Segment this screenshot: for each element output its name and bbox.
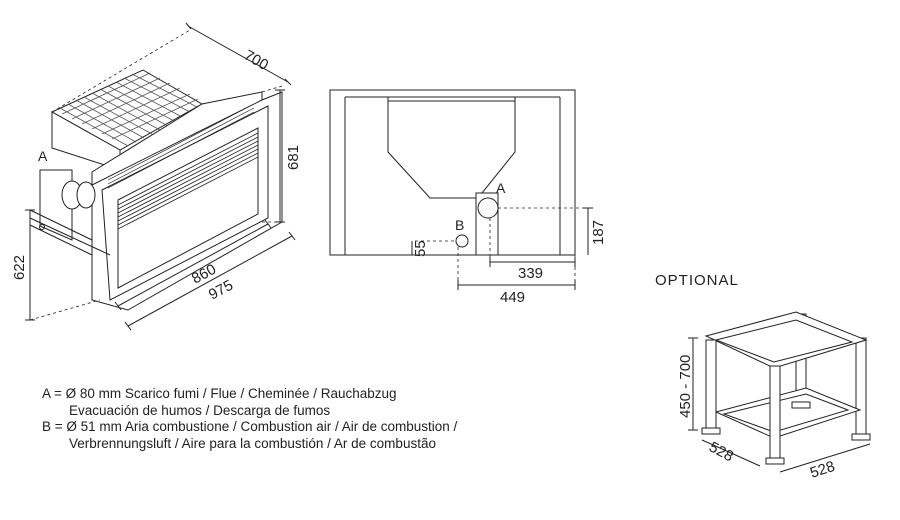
grille-hatch	[59, 72, 200, 147]
legend: A = Ø 80 mm Scarico fumi / Flue / Chemin…	[42, 386, 457, 452]
rear-label-a: A	[496, 180, 506, 196]
optional-stand	[688, 311, 871, 473]
fireplace-label-a: A	[38, 148, 48, 164]
stand-dim-height: 450 - 700	[677, 355, 694, 418]
dim-height-622: 622	[11, 255, 28, 280]
optional-title: OPTIONAL	[655, 272, 739, 289]
rear-view	[329, 89, 593, 290]
fireplace-3d-view	[25, 22, 296, 331]
legend-b-line2: Verbrennungsluft / Aire para la combusti…	[69, 435, 436, 451]
dim-449: 449	[500, 289, 525, 306]
rear-label-b: B	[455, 217, 464, 233]
dim-187: 187	[590, 220, 607, 245]
stand-dim-width: 528	[808, 458, 837, 482]
top-grille-box	[50, 69, 204, 171]
legend-b-line1: B = Ø 51 mm Aria combustione / Combustio…	[42, 419, 458, 434]
dim-height-681: 681	[285, 145, 302, 170]
legend-a-line2: Evacuación de humos / Descarga de fumos	[69, 402, 331, 418]
stand-dim-depth: 528	[706, 439, 736, 466]
legend-a-line1: A = Ø 80 mm Scarico fumi / Flue / Chemin…	[42, 386, 397, 401]
dim-339: 339	[518, 265, 543, 282]
dim-55: 55	[412, 240, 429, 257]
